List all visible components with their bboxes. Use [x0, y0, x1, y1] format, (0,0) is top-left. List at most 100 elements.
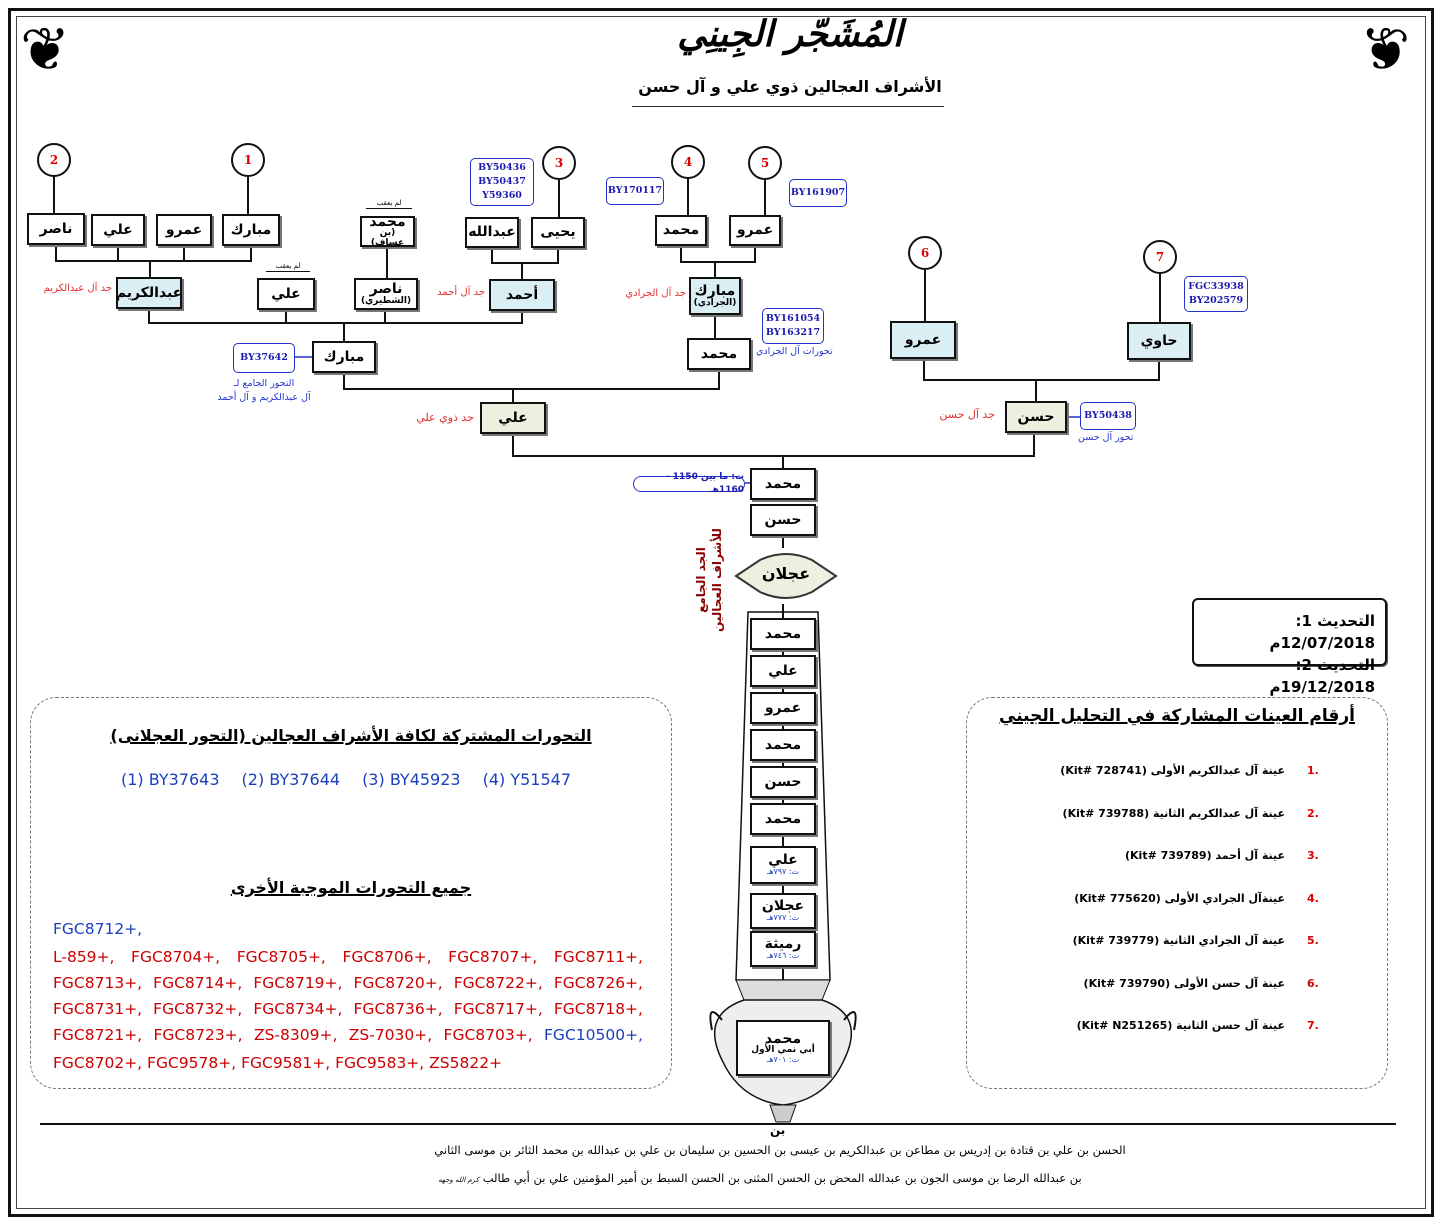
tree-node-mubarak2: مبارك: [312, 341, 376, 373]
sample-item: .1 عينة آل عبدالكريم الأولى (Kit# 728741): [1060, 764, 1327, 807]
common-snp-note-line1: التحور الجامع لـ: [233, 378, 295, 389]
footer-divider: [40, 1123, 1396, 1125]
tree-node-nasser: ناصر: [27, 213, 85, 245]
mutation-item: FGC8703+,: [443, 1026, 533, 1044]
sample-number: .3: [1307, 849, 1319, 862]
mutation-item: FGC8732+,: [153, 1000, 243, 1018]
node-name: حسن: [764, 773, 802, 790]
samples-title: أرقام العينات المشاركة في التحليل الجيني: [999, 706, 1355, 726]
tree-node-col1: محمد: [750, 618, 816, 650]
label-ahmed-ancestor: جد آل أحمد: [437, 287, 485, 298]
node-name: عبدالله: [468, 224, 516, 241]
node-death-date: ت: ٧٩٧هـ: [766, 867, 800, 877]
tree-node-amr5: عمرو: [729, 215, 781, 246]
no-offspring-note: لم يعقب: [266, 262, 310, 272]
label-jaradi-ancestor: جد آل الجرادي: [625, 288, 686, 299]
node-name: عمرو: [165, 221, 203, 238]
tree-node-amr6: عمرو: [890, 321, 956, 359]
tree-node-col4: محمد: [750, 729, 816, 761]
node-name: حسن: [764, 511, 802, 528]
node-name: علي: [768, 852, 798, 869]
sample-number: .2: [1307, 806, 1319, 820]
snp-label: BY37642: [240, 352, 288, 364]
label-ali-ancestor: جد ذوي علي: [416, 411, 474, 424]
node-name: مبارك: [323, 348, 365, 365]
mutation-item: ZS-8309+,: [253, 1026, 338, 1044]
ajlan-emblem-frame: [734, 553, 838, 599]
common-mutations-list: (1) BY37643 (2) BY37644 (3) BY45923 (4) …: [121, 770, 571, 789]
mutation-item: FGC8711+,: [553, 948, 643, 966]
node-name: ناصر: [39, 220, 73, 237]
node-name: حسن: [1017, 408, 1055, 425]
mutation-item: FGC8722+,: [453, 974, 543, 992]
tree-node-abdulkarim: عبدالكريم: [116, 277, 182, 309]
node-name: محمد: [369, 213, 406, 230]
outer-border: [8, 8, 1434, 1217]
sample-number: .7: [1307, 1019, 1319, 1032]
common-ancestor-vertical-label: الجد الجامع للأشراف العجالين: [694, 528, 724, 632]
snp-label: BY50438: [1084, 410, 1132, 422]
tree-node-yahya: يحيى: [531, 217, 585, 248]
tree-node-col2: علي: [750, 655, 816, 687]
node-subtitle: (الشطيري): [360, 295, 412, 306]
sample-circle-4: 4: [671, 145, 705, 179]
mutation-row: FGC8721+,FGC8723+,ZS-8309+,ZS-7030+,FGC8…: [53, 1026, 643, 1052]
tree-node-nasser-shatiri: ناصر(الشطيري): [354, 278, 418, 310]
node-death-date: ت: ٧٤٦هـ: [766, 951, 800, 961]
sample-number: .6: [1307, 976, 1319, 990]
tree-node-amr1: عمرو: [156, 214, 212, 246]
node-name: علي: [498, 409, 528, 426]
sample-number: .4: [1307, 891, 1319, 905]
mutation-item: FGC8720+,: [353, 974, 443, 992]
sample-circle-7: 7: [1143, 240, 1177, 274]
snp-label: ت: ما بين 1150 - 1160هـ: [665, 471, 744, 495]
lineage-line-2: بن عبدالله الرضا بن موسى الجون بن عبدالل…: [390, 1171, 1130, 1185]
label-abdulkarim-ancestor: جد آل عبدالكريم: [43, 283, 112, 294]
title-divider: [632, 106, 944, 107]
tree-node-mubarak-jaradi: مبارك(الجرادي): [689, 277, 741, 315]
samples-panel: أرقام العينات المشاركة في التحليل الجيني…: [966, 697, 1388, 1089]
snp-tag: BY37642: [233, 343, 295, 373]
inner-border: [16, 16, 1426, 1209]
corner-ornament-icon: ❦: [20, 15, 71, 85]
snp-label: BY161054: [765, 313, 821, 325]
other-mutations-title: جميع التحورات الموجبة الأخرى: [230, 878, 472, 897]
tree-node-ahmed: أحمد: [489, 279, 555, 311]
hasan-snp-note: تحور آل حسن: [1078, 432, 1134, 443]
node-name: محمد: [764, 625, 802, 642]
snp-label: BY50436: [478, 162, 526, 174]
tree-node-mubarak1: مبارك: [222, 214, 280, 246]
update-2: التحديث 2: 19/12/2018م: [1269, 656, 1375, 696]
snp-tag: BY50438: [1080, 402, 1136, 430]
node-name: عمرو: [764, 699, 802, 716]
node-name: أحمد: [505, 286, 539, 303]
node-name: ناصر: [369, 280, 403, 297]
tree-node-ali1: علي: [91, 214, 145, 246]
mutation-row: L-859+,FGC8704+,FGC8705+,FGC8706+,FGC870…: [53, 948, 643, 974]
mutation-item: FGC8704+,: [131, 948, 221, 966]
lineage-line-1: الحسن بن علي بن قتادة بن إدريس بن مطاعن …: [434, 1143, 1126, 1157]
tree-node-col3: عمرو: [750, 692, 816, 724]
footer-bin: بن: [770, 1123, 786, 1137]
sample-circle-1: 1: [231, 143, 265, 177]
mutation-item: L-859+,: [53, 948, 115, 966]
mutation-item: FGC8731+,: [53, 1000, 143, 1018]
honorific-calligraphy: كرم الله وجهه: [438, 1176, 480, 1184]
update-1: التحديث 1: 12/07/2018م: [1269, 612, 1375, 652]
sample-number: .1: [1307, 764, 1319, 777]
node-name: علي: [271, 285, 301, 302]
sample-label: عينة آل عبدالكريم الأولى (Kit# 728741): [1060, 764, 1285, 777]
no-offspring-note: لم يعقب: [366, 199, 412, 209]
tree-node-mohammed-top: محمد: [750, 468, 816, 500]
node-name: محمد: [764, 1030, 802, 1047]
snp-tag: BY170117: [606, 177, 664, 205]
sample-circle-6: 6: [908, 236, 942, 270]
node-name: مبارك: [230, 221, 272, 238]
